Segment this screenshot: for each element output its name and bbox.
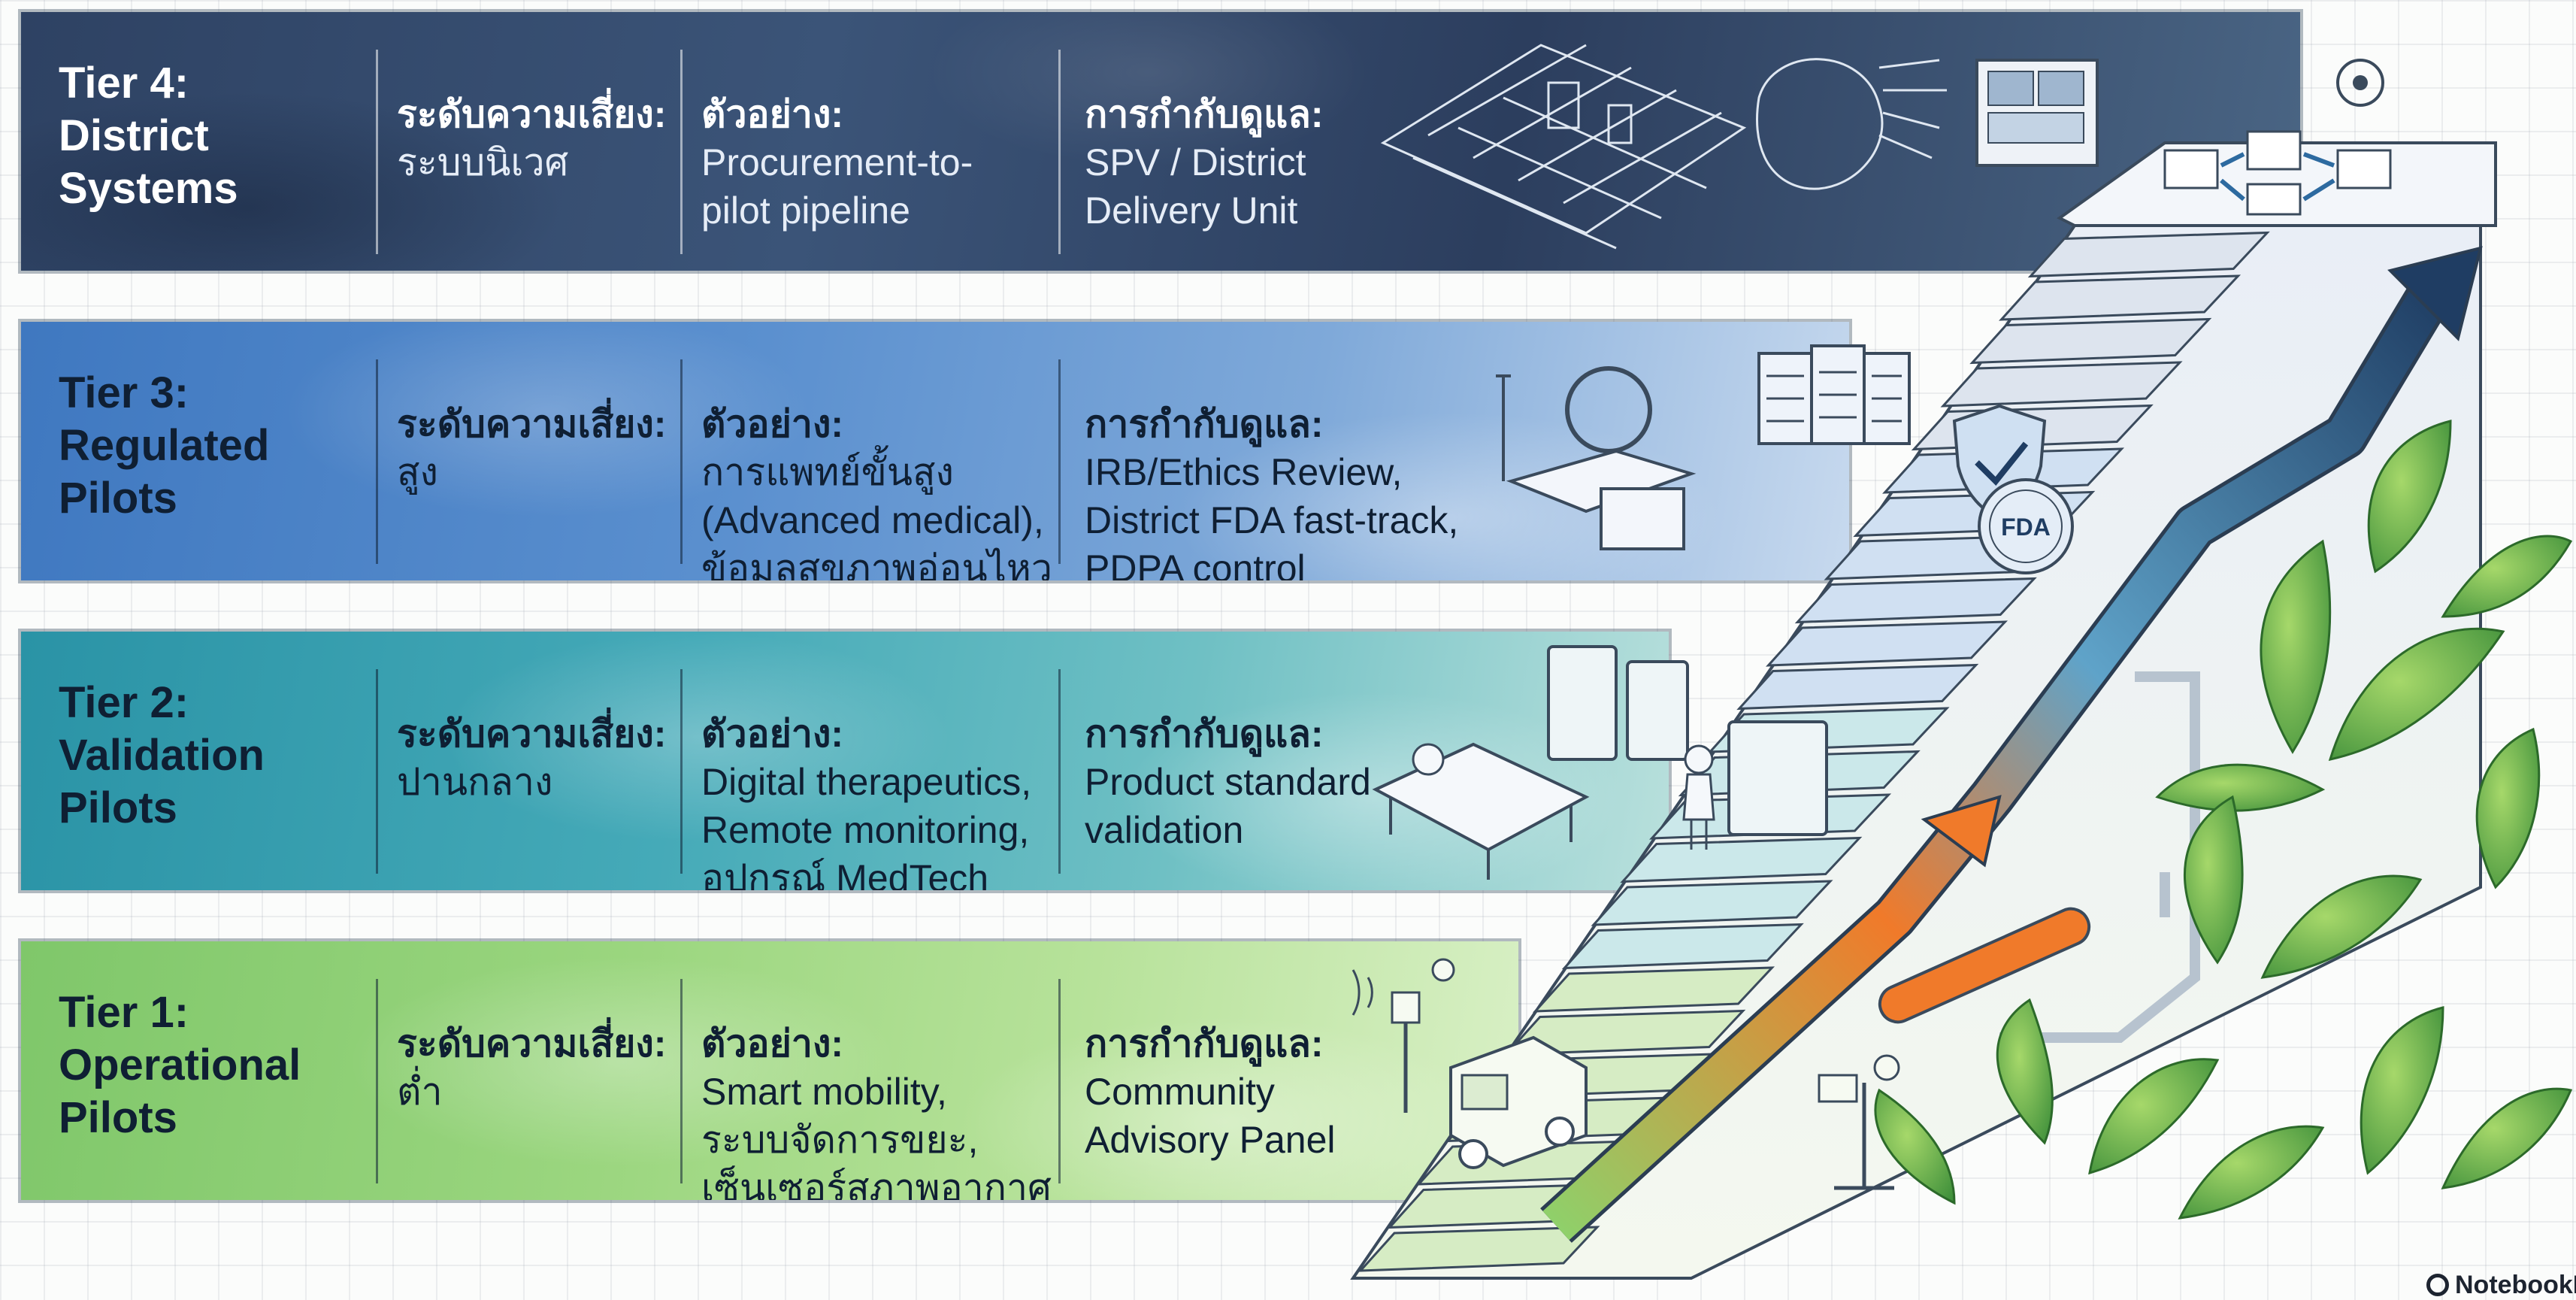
network-icon — [2336, 59, 2384, 107]
stair-step — [1358, 1226, 1600, 1272]
plant-foliage-icon — [1874, 420, 2573, 1220]
energy-capsule — [1878, 907, 2091, 1024]
governance-label: การกำกับดูแล: — [1085, 93, 1324, 135]
risk-label: ระดับความเสี่ยง: — [397, 1023, 667, 1065]
tier-3-band: Tier 3: Regulated Pilots ระดับความเสี่ยง… — [18, 319, 1852, 583]
notebooklm-logo-icon — [2426, 1274, 2449, 1296]
column-divider — [680, 979, 683, 1183]
process-cycle-icon — [2057, 130, 2497, 227]
stair-step — [1766, 620, 2008, 667]
example-column: ตัวอย่าง: Digital therapeutics, Remote mo… — [701, 662, 1077, 893]
watercolor-background — [21, 632, 1669, 890]
control-room-icon — [1975, 59, 2099, 167]
risk-column: ระดับความเสี่ยง: ปานกลาง — [397, 662, 683, 806]
governance-value: Product standard validation — [1085, 761, 1371, 851]
column-divider — [1058, 669, 1061, 874]
doctor-icon — [1682, 744, 1715, 850]
risk-column: ระดับความเสี่ยง: สูง — [397, 352, 683, 496]
risk-column: ระดับความเสี่ยง: ต่ำ — [397, 971, 683, 1116]
brand-label: NotebookLM — [2455, 1271, 2576, 1299]
example-value: การแพทย์ขั้นสูง (Advanced medical), ข้อม… — [701, 451, 1052, 583]
example-value: Smart mobility, ระบบจัดการขยะ, เซ็นเซอร์… — [701, 1071, 1052, 1203]
tier-4-band: Tier 4: District Systems ระดับความเสี่ยง… — [18, 9, 2303, 274]
stair-step — [1794, 577, 2037, 624]
governance-label: การกำกับดูแล: — [1085, 1023, 1324, 1065]
risk-value: ระบบนิเวศ — [397, 141, 569, 183]
governance-column: การกำกับดูแล: Community Advisory Panel — [1085, 971, 1491, 1164]
governance-column: การกำกับดูแล: Product standard validation — [1085, 662, 1491, 854]
pipe-decoration — [1999, 671, 2200, 1043]
weather-station-icon — [1818, 1054, 1900, 1190]
column-divider — [1058, 359, 1061, 564]
example-column: ตัวอย่าง: Smart mobility, ระบบจัดการขยะ, … — [701, 971, 1077, 1203]
tier-title: Tier 2: Validation Pilots — [59, 678, 265, 832]
tablet-icon — [1547, 645, 1828, 836]
example-label: ตัวอย่าง: — [701, 713, 844, 755]
example-column: ตัวอย่าง: การแพทย์ขั้นสูง (Advanced medic… — [701, 352, 1077, 583]
stair-step — [1969, 317, 2212, 365]
stair-step — [1736, 663, 1979, 711]
fda-seal-icon: FDA — [1978, 478, 2074, 574]
city-map-icon — [1380, 44, 1747, 250]
robot-delivery-icon — [1449, 1035, 1588, 1169]
column-divider — [376, 979, 378, 1183]
stair-step — [1591, 880, 1833, 926]
tier-title: Tier 4: District Systems — [59, 59, 238, 213]
example-label: ตัวอย่าง: — [701, 93, 844, 135]
risk-value: ต่ำ — [397, 1071, 443, 1113]
column-divider — [680, 669, 683, 874]
column-divider — [376, 50, 378, 254]
example-value: Digital therapeutics, Remote monitoring,… — [701, 761, 1032, 893]
stair-step — [1503, 1009, 1746, 1056]
example-label: ตัวอย่าง: — [701, 1023, 844, 1065]
tier-title: Tier 1: Operational Pilots — [59, 988, 301, 1142]
governance-label: การกำกับดูแล: — [1085, 713, 1324, 755]
stair-step — [1940, 361, 2183, 408]
brand-watermark: NotebookLM — [2426, 1271, 2576, 1300]
risk-label: ระดับความเสี่ยง: — [397, 93, 667, 135]
watercolor-background — [21, 941, 1518, 1200]
governance-value: Community Advisory Panel — [1085, 1071, 1336, 1161]
stair-step — [1620, 836, 1863, 883]
column-divider — [1058, 50, 1061, 254]
server-rack-icon — [1757, 344, 1911, 445]
watercolor-background — [21, 12, 2300, 271]
risk-value: ปานกลาง — [397, 761, 553, 803]
risk-column: ระดับความเสี่ยง: ระบบนิเวศ — [397, 42, 683, 186]
fda-seal-label: FDA — [2001, 514, 2051, 541]
example-label: ตัวอย่าง: — [701, 403, 844, 445]
watercolor-background — [21, 322, 1849, 580]
risk-value: สูง — [397, 451, 438, 493]
tier-2-band: Tier 2: Validation Pilots ระดับความเสี่ย… — [18, 629, 1672, 893]
arrow-up-icon — [1540, 246, 2483, 1243]
column-divider — [680, 50, 683, 254]
medical-equipment-icon — [1496, 366, 1697, 550]
patient-bed-icon — [1372, 742, 1590, 880]
sensor-pole-icon — [1352, 958, 1455, 1113]
tier-title: Tier 3: Regulated Pilots — [59, 368, 270, 523]
risk-label: ระดับความเสี่ยง: — [397, 403, 667, 445]
network-icon — [1756, 58, 1947, 190]
governance-column: การกำกับดูแล: SPV / District Delivery Uni… — [1085, 42, 1491, 235]
governance-value: IRB/Ethics Review, District FDA fast-tra… — [1085, 451, 1459, 583]
example-column: ตัวอย่าง: Procurement-to- pilot pipeline — [701, 42, 1077, 235]
stair-step — [2027, 231, 2270, 278]
stair-step — [1561, 923, 1804, 970]
tier-1-band: Tier 1: Operational Pilots ระดับความเสี่… — [18, 938, 1521, 1203]
column-divider — [376, 669, 378, 874]
column-divider — [376, 359, 378, 564]
stair-step — [1533, 966, 1775, 1013]
example-value: Procurement-to- pilot pipeline — [701, 141, 973, 232]
stair-step — [1999, 274, 2242, 321]
column-divider — [1058, 979, 1061, 1183]
governance-column: การกำกับดูแล: IRB/Ethics Review, District… — [1085, 352, 1491, 583]
risk-label: ระดับความเสี่ยง: — [397, 713, 667, 755]
governance-value: SPV / District Delivery Unit — [1085, 141, 1306, 232]
column-divider — [680, 359, 683, 564]
governance-label: การกำกับดูแล: — [1085, 403, 1324, 445]
